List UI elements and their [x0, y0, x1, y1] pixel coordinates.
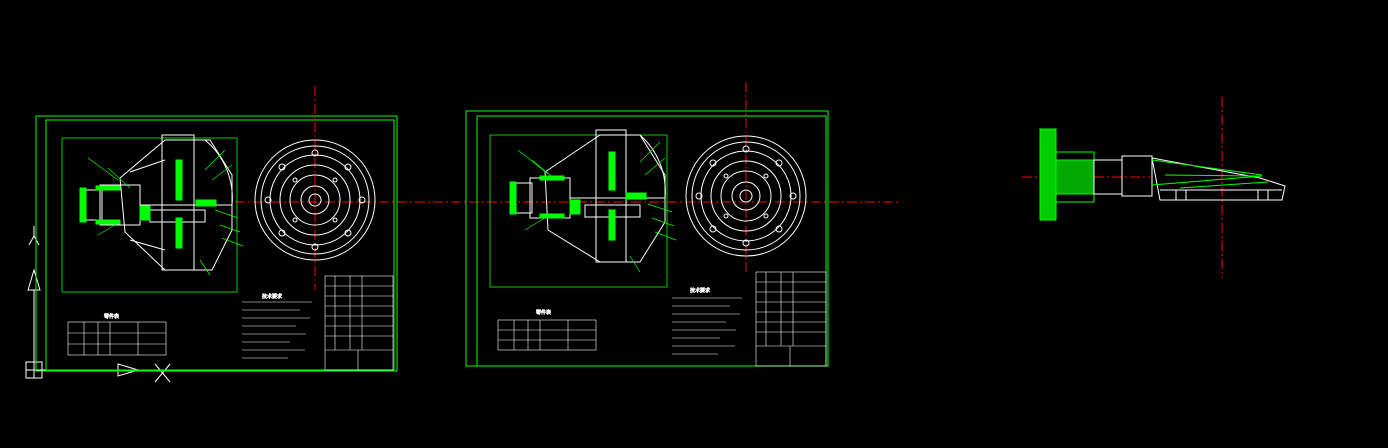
sheet-2-leaders: [517, 141, 677, 273]
sheet-1-view-frame: [61, 137, 238, 293]
ucs-icon: [25, 226, 171, 383]
sheet-1-green-parts: [79, 159, 217, 249]
sheet-2-spec-table: 零件表: [497, 309, 597, 351]
gear-shaft-body: [1093, 155, 1286, 201]
gear-shaft-detail[interactable]: [1039, 128, 1286, 221]
sheet-1-spec-table: 零件表: [67, 313, 167, 356]
sheet-1-parts-list: [324, 275, 394, 371]
sheet-2-notes: 技术要求: [672, 287, 742, 355]
sheet-2-parts-list: [755, 271, 827, 367]
sheet-2-green-parts: [509, 151, 647, 241]
gear-shaft-green-teeth: [1151, 159, 1269, 189]
sheet-1-inner-border: [45, 119, 395, 371]
svg-text:零件表: 零件表: [536, 309, 551, 316]
gear-shaft-green-flange: [1039, 128, 1095, 221]
sheet-1-flange-view: [254, 139, 376, 261]
drawing-sheet-1[interactable]: 技术要求 零件表: [35, 115, 398, 372]
sheet-1-leaders: [87, 149, 244, 276]
drawing-sheet-2[interactable]: 技术要求 零件表: [465, 110, 829, 367]
svg-text:技术要求: 技术要求: [690, 287, 710, 294]
svg-text:技术要求: 技术要求: [262, 293, 282, 300]
sheet-1-outer-border: [35, 115, 398, 372]
sheet-2-view-frame: [489, 134, 668, 288]
sheet-1-notes: 技术要求: [242, 293, 312, 359]
sheet-2-flange-view: [685, 135, 807, 257]
sheet-2-inner-border: [476, 115, 827, 367]
svg-text:零件表: 零件表: [104, 313, 119, 320]
